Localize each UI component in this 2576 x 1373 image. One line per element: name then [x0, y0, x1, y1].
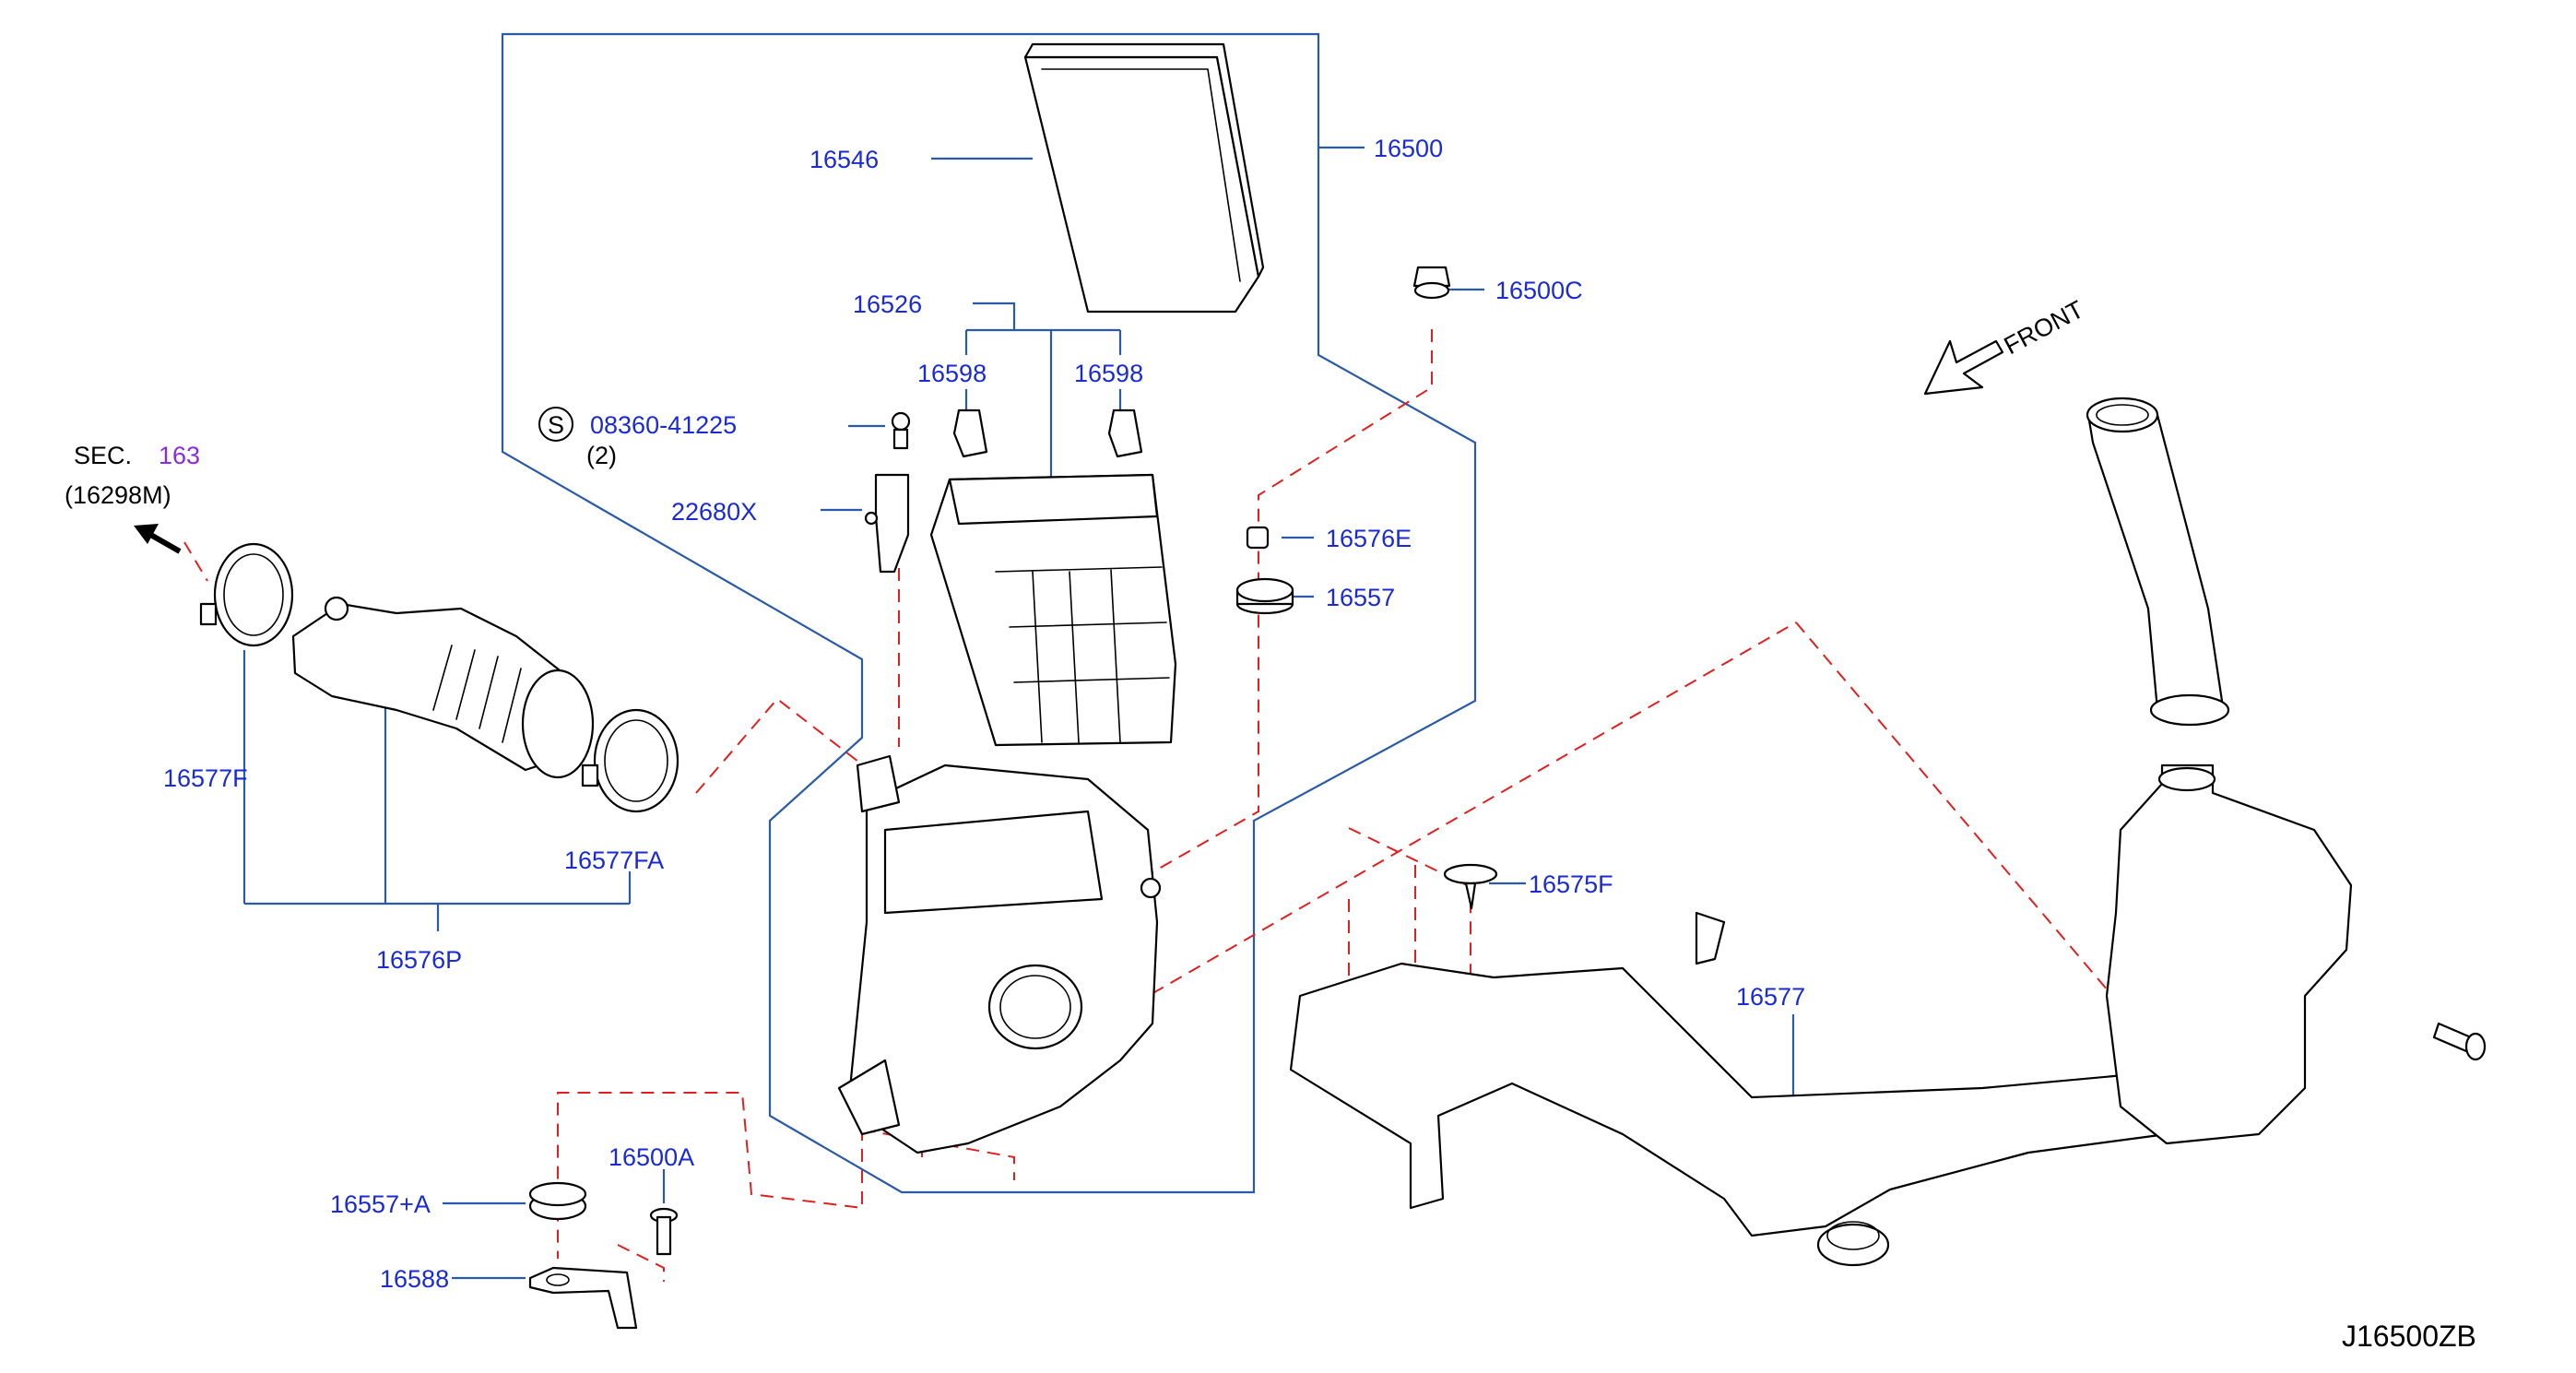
- collar: [1246, 526, 1270, 550]
- screw: [891, 411, 911, 450]
- air-filter-element: [1023, 42, 1265, 314]
- label-16557a: 16557+A: [330, 1190, 431, 1218]
- filter-frame: [929, 473, 1177, 747]
- label-screw-qty: (2): [586, 442, 617, 469]
- label-sec-prefix: SEC.: [74, 442, 132, 469]
- airflow-sensor: [864, 473, 910, 574]
- label-16500c: 16500C: [1495, 277, 1583, 304]
- resonator-duct: [1289, 397, 2353, 1267]
- screw-symbol-circle: [538, 407, 573, 442]
- clip-right: [1107, 408, 1143, 458]
- label-16598-left: 16598: [917, 360, 987, 387]
- air-cleaner-case: [837, 754, 1162, 1154]
- screw-symbol-letter: S: [548, 411, 564, 439]
- clip-left: [952, 408, 988, 458]
- label-16546: 16546: [809, 146, 879, 173]
- label-16500: 16500: [1374, 135, 1443, 162]
- label-16500a: 16500A: [609, 1143, 694, 1171]
- label-front: FRONT: [2000, 295, 2088, 360]
- label-sec-ref: (16298M): [65, 481, 171, 509]
- label-16577: 16577: [1736, 983, 1805, 1011]
- clamp-16577fa: [581, 708, 679, 813]
- leader-lines: [242, 146, 1795, 1280]
- label-16588: 16588: [380, 1265, 449, 1293]
- label-16526: 16526: [853, 290, 922, 318]
- bolt-16500a: [649, 1207, 679, 1256]
- label-22680x: 22680X: [671, 498, 757, 526]
- label-16576p: 16576P: [376, 946, 462, 974]
- bolt: [2432, 1022, 2487, 1061]
- label-16577f: 16577F: [163, 764, 248, 792]
- assembly-outline: [501, 32, 1477, 1194]
- bracket-16588: [528, 1266, 638, 1330]
- label-16575f: 16575F: [1529, 870, 1613, 898]
- grommet: [1235, 577, 1294, 615]
- labels: 16546 16500 16500C 16526 16598 16598 S 0…: [65, 135, 2476, 1353]
- grommet-lower: [528, 1181, 587, 1221]
- label-sec-number: 163: [159, 442, 200, 469]
- front-arrow: [1923, 339, 2004, 396]
- label-16576e: 16576E: [1326, 525, 1412, 552]
- label-16577fa: 16577FA: [564, 846, 664, 874]
- label-screw-number: 08360-41225: [590, 411, 737, 439]
- label-16557: 16557: [1326, 584, 1395, 611]
- section-arrow: [134, 524, 182, 554]
- clamp-16577f: [199, 542, 294, 647]
- intake-duct: [291, 596, 595, 779]
- label-16598-right: 16598: [1074, 360, 1143, 387]
- push-pin: [1443, 863, 1498, 910]
- nut: [1412, 266, 1451, 300]
- diagram-code: J16500ZB: [2342, 1320, 2476, 1353]
